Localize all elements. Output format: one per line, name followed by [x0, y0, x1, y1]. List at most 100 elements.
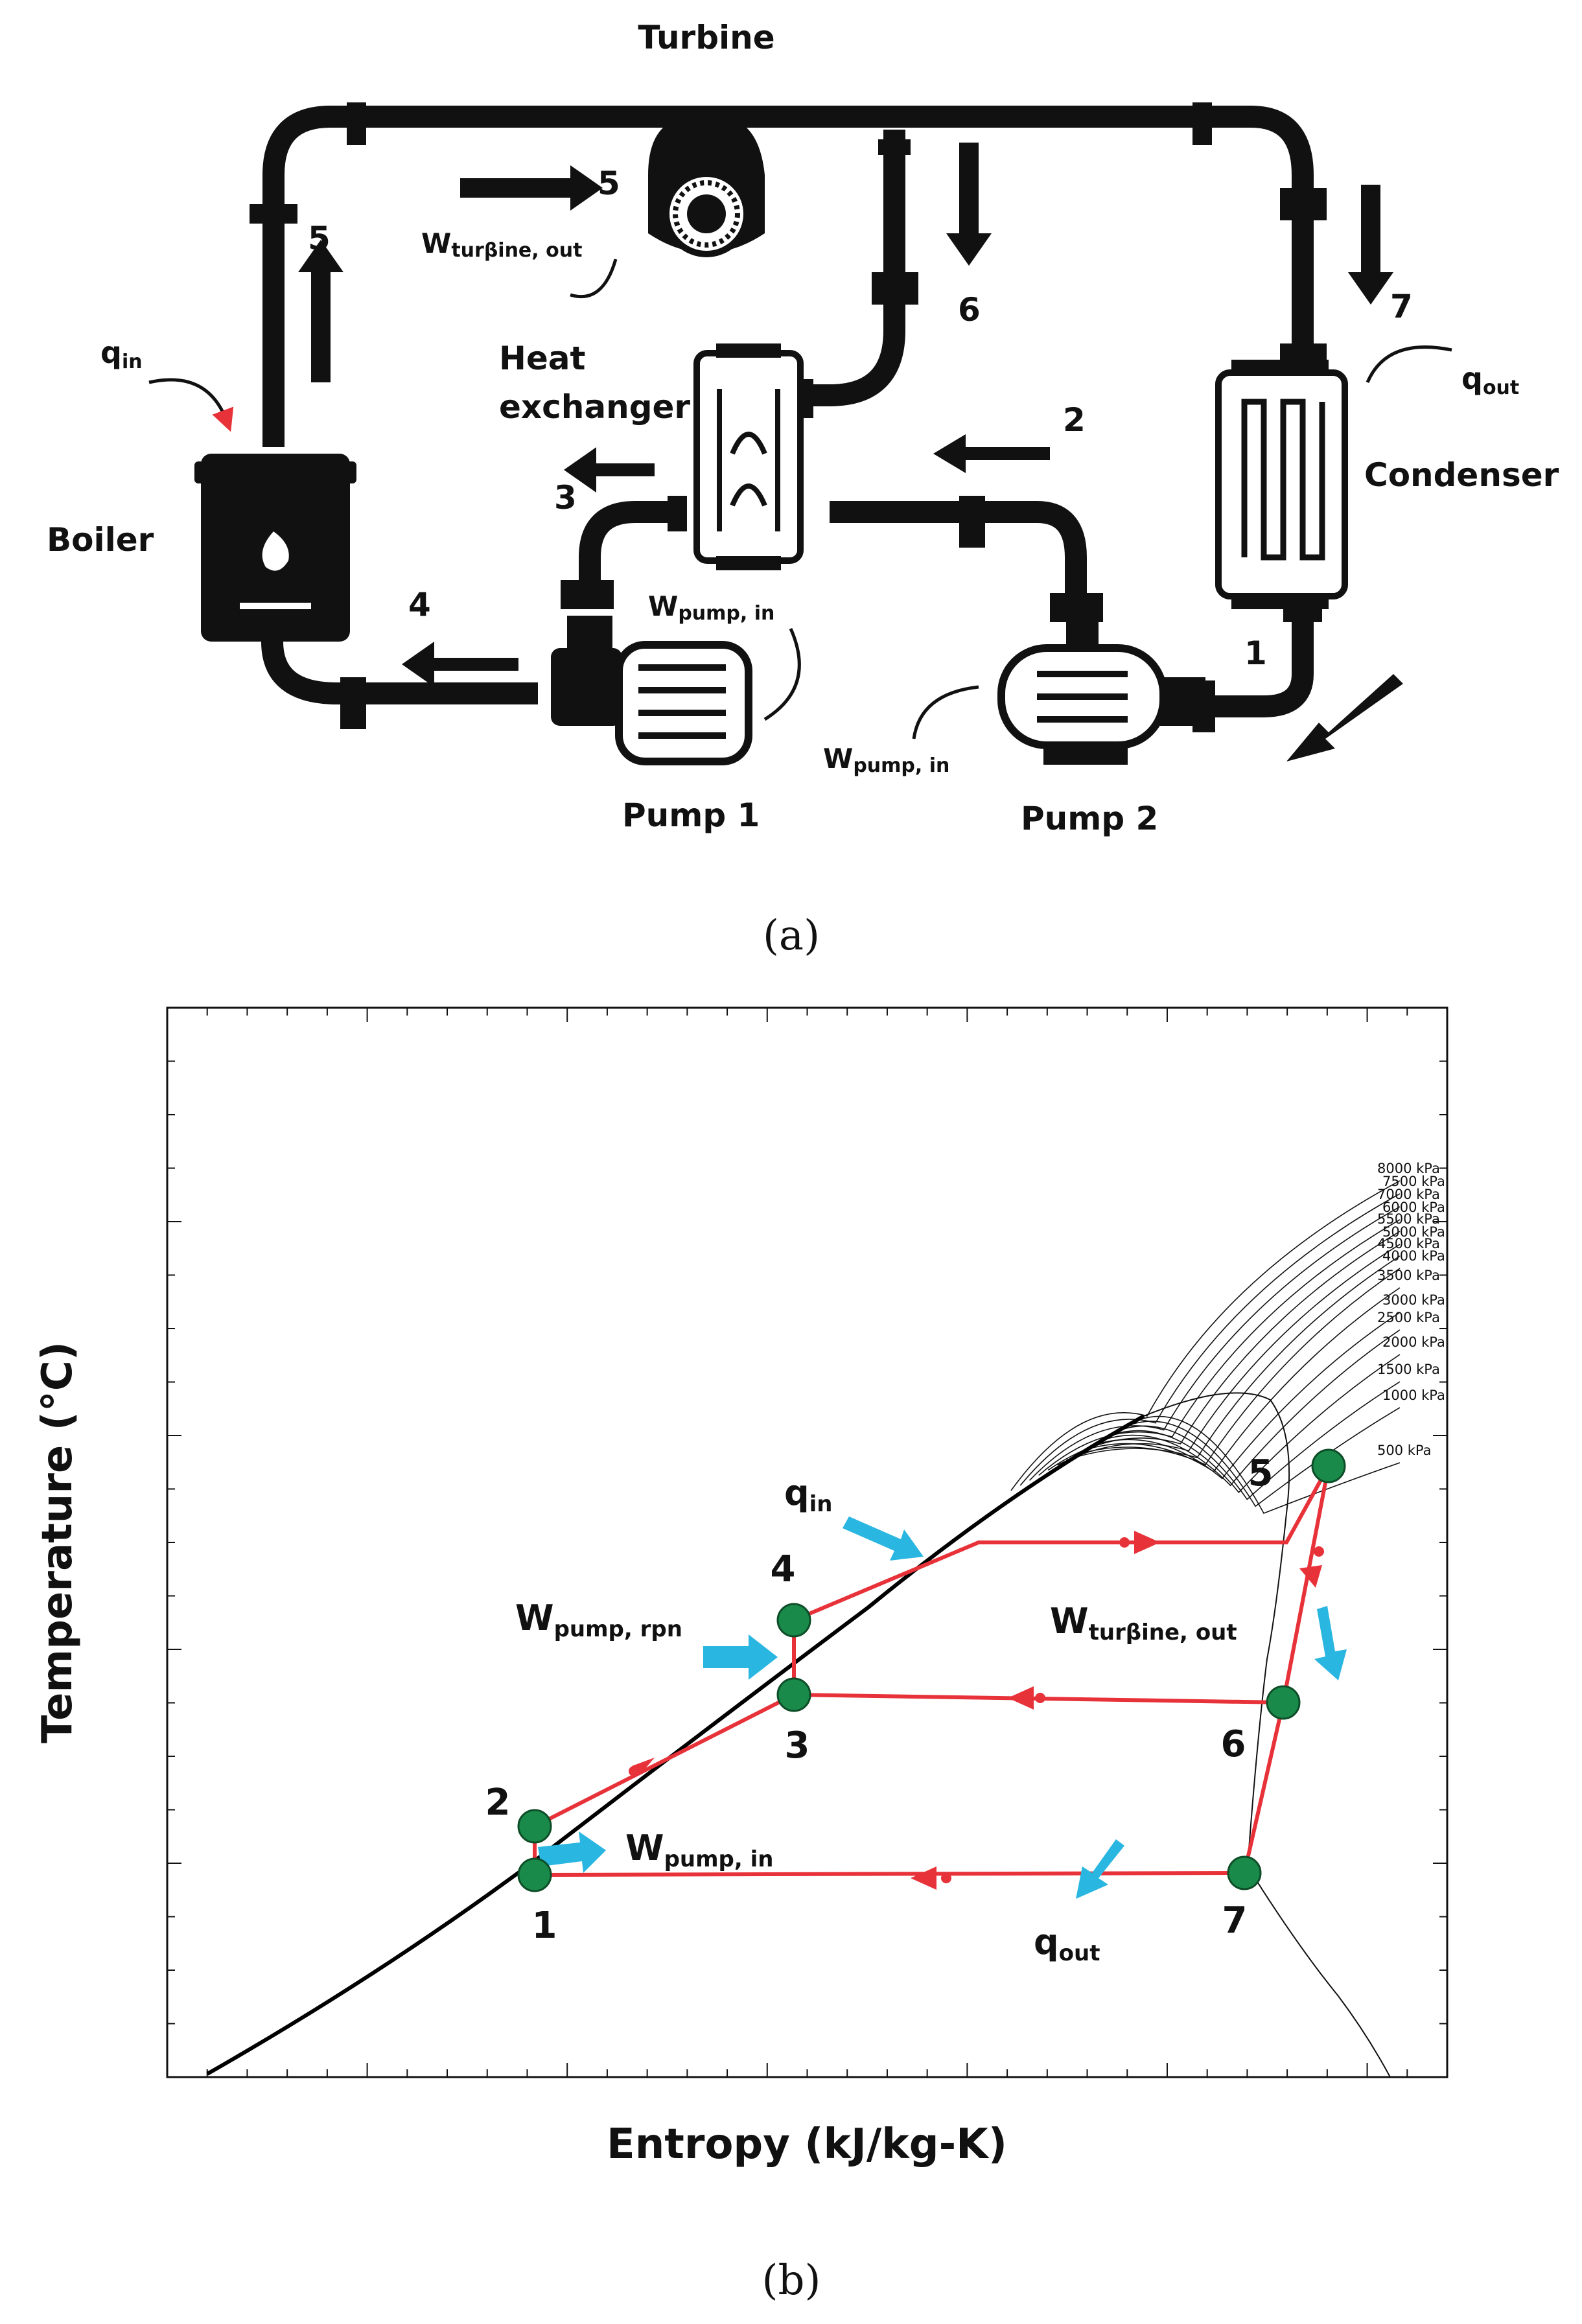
isobar-label: 7000 kPa — [1377, 1187, 1440, 1202]
q-in-curve — [148, 378, 234, 432]
state-3-marker — [776, 1677, 811, 1712]
arrow-left-pump2 — [933, 434, 1050, 473]
w-turbine-curve — [570, 259, 618, 299]
state-6-marker — [1266, 1685, 1301, 1720]
turbine — [648, 116, 765, 257]
dot-5-6 — [1314, 1546, 1324, 1557]
w-pump2-curve — [912, 685, 979, 739]
boiler-label: Boiler — [47, 521, 154, 559]
cycle-direction-markers — [629, 1531, 1324, 1890]
energy-arrows — [538, 1516, 1347, 1899]
dot-2-3 — [629, 1766, 639, 1776]
pump2-discharge-pipe — [830, 501, 1087, 596]
liquid-saturation-curve — [206, 1414, 1145, 2076]
w-turbine-label: Wturβine, out — [421, 227, 582, 262]
q-out-arrow — [1076, 1839, 1124, 1899]
isobar-line — [1010, 1180, 1401, 1491]
pipe-network — [261, 106, 1314, 717]
caption-a: (a) — [763, 912, 820, 960]
w-pump2-label: Wpump, in — [823, 743, 949, 777]
w-pump-lp-annotation: Wpump, in — [625, 1828, 774, 1872]
isobar-line — [1075, 1268, 1401, 1466]
state-4-marker — [776, 1603, 811, 1638]
isobar-label: 5000 kPa — [1382, 1224, 1445, 1240]
w-pump1-curve — [763, 627, 801, 721]
condensate-pipe — [1212, 616, 1314, 717]
isobar-label: 1500 kPa — [1377, 1362, 1440, 1377]
condenser-label: Condenser — [1364, 456, 1559, 494]
isobar-label: 2000 kPa — [1382, 1334, 1445, 1350]
schematic-state-2: 2 — [1063, 401, 1086, 439]
ts-diagram: 1 2 3 4 5 6 7 qin Wpump, rpn Wpump, in W… — [34, 1006, 1448, 2305]
q-out-annotation: qout — [1034, 1922, 1100, 1966]
w-pump1-label: Wpump, in — [648, 590, 774, 625]
state-7-marker — [1227, 1855, 1262, 1890]
arrow-down-extraction — [946, 143, 992, 266]
isobar-label: 6000 kPa — [1382, 1200, 1445, 1215]
state-5-label: 5 — [1248, 1452, 1274, 1494]
q-in-annotation: qin — [784, 1472, 833, 1517]
turbine-label: Turbine — [638, 19, 774, 56]
isobar-line — [1122, 1381, 1401, 1500]
isobar-label: 4000 kPa — [1382, 1248, 1445, 1264]
isobar-line — [1047, 1231, 1401, 1471]
arrow-left-pump1 — [402, 642, 518, 687]
pump1-suction-pipe — [579, 501, 680, 596]
w-pump-lp-arrow — [538, 1831, 606, 1873]
y-axis-title: Temperature (°C) — [34, 1342, 82, 1743]
state-5-marker — [1311, 1448, 1346, 1483]
process-7-1 — [534, 1871, 1245, 1877]
pump-1-label: Pump 1 — [622, 796, 760, 834]
dot-7-1 — [941, 1873, 951, 1883]
arrow-down-condenser — [1348, 185, 1393, 305]
flow-arrows — [298, 143, 1403, 761]
isobar-label: 3500 kPa — [1377, 1268, 1440, 1283]
x-axis-title: Entropy (kJ/kg-K) — [607, 2121, 1007, 2168]
pump-1 — [551, 616, 752, 765]
q-out-curve — [1366, 345, 1452, 383]
process-2-3 — [533, 1693, 795, 1828]
caption-b: (b) — [762, 2257, 821, 2305]
state-2-label: 2 — [485, 1782, 511, 1824]
isobar-lines — [1010, 1180, 1401, 1515]
schematic-state-3: 3 — [554, 479, 577, 517]
state-markers — [517, 1448, 1346, 1892]
isobar-line — [1085, 1287, 1401, 1472]
isobar-label: 5500 kPa — [1377, 1211, 1440, 1227]
pump-2 — [997, 622, 1205, 765]
state-7-label: 7 — [1222, 1900, 1248, 1942]
schematic-state-5-boiler: 5 — [308, 220, 331, 257]
axis-ticks — [167, 1008, 1447, 2077]
condenser — [1215, 360, 1348, 609]
arrow-6-3 — [1008, 1686, 1034, 1710]
state-4-label: 4 — [771, 1548, 796, 1590]
isobar-line — [1038, 1219, 1401, 1476]
schematic-state-5-turbine: 5 — [598, 165, 620, 202]
dot-6-3 — [1035, 1693, 1045, 1703]
isobar-line — [1066, 1255, 1401, 1461]
main-steam-pipe — [262, 106, 1314, 447]
energy-curves — [148, 259, 1452, 739]
arrow-diag-condenser-out — [1286, 674, 1403, 761]
isobar-line — [1057, 1244, 1401, 1466]
schematic-state-4: 4 — [408, 586, 431, 623]
heat-exchanger-label-line2: exchanger — [499, 388, 690, 426]
arrow-up-boiler — [298, 240, 343, 382]
isobar-label: 1000 kPa — [1382, 1388, 1445, 1403]
w-turbine-arrow — [1314, 1606, 1347, 1680]
isobar-line — [1140, 1415, 1401, 1515]
w-pump-hp-annotation: Wpump, rpn — [515, 1598, 682, 1642]
arrow-right-turbine — [460, 165, 603, 211]
pump-2-label: Pump 2 — [1021, 800, 1158, 837]
state-2-marker — [517, 1809, 552, 1844]
w-pump-hp-arrow — [703, 1634, 778, 1680]
arrow-7-1 — [911, 1866, 936, 1890]
schematic-state-1: 1 — [1244, 634, 1267, 672]
isobar-label: 4500 kPa — [1377, 1236, 1440, 1251]
arrow-5-6 — [1299, 1565, 1322, 1588]
schematic-diagram: Turbine Heat exchanger Condenser Boiler … — [47, 19, 1559, 960]
isobar-label: 500 kPa — [1377, 1443, 1432, 1458]
boiler — [194, 454, 356, 642]
